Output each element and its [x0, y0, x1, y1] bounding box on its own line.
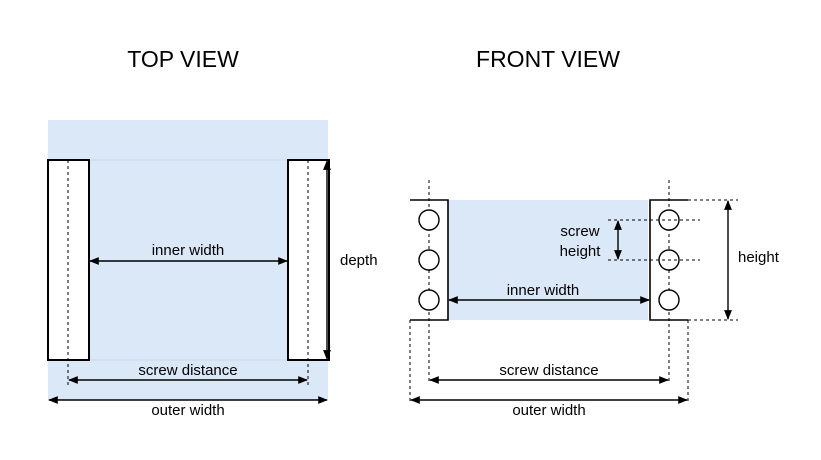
- inner-width-label: inner width: [152, 242, 225, 259]
- front-view: FRONT VIEW screw height height inner wi: [409, 46, 780, 419]
- top-view-title: TOP VIEW: [127, 46, 239, 72]
- right-screw-hole-bottom: [658, 289, 680, 311]
- front-screw-distance-label: screw distance: [499, 362, 598, 379]
- left-rail: [47, 159, 90, 361]
- screw-height-label-line2: height: [560, 243, 602, 260]
- screw-distance-label: screw distance: [138, 362, 237, 379]
- outer-width-label: outer width: [151, 402, 224, 419]
- left-screw-hole-bottom: [418, 289, 440, 311]
- left-screw-hole-middle: [418, 249, 440, 271]
- screw-height-label-line1: screw: [560, 223, 599, 240]
- front-view-opening: [448, 200, 648, 320]
- left-screw-hole-top: [418, 209, 440, 231]
- front-inner-width-label: inner width: [507, 282, 580, 299]
- front-outer-width-label: outer width: [512, 402, 585, 419]
- front-view-title: FRONT VIEW: [476, 46, 620, 72]
- height-label: height: [738, 249, 780, 266]
- depth-label: depth: [340, 252, 378, 269]
- top-view: TOP VIEW inner width depth screw distanc…: [47, 46, 378, 419]
